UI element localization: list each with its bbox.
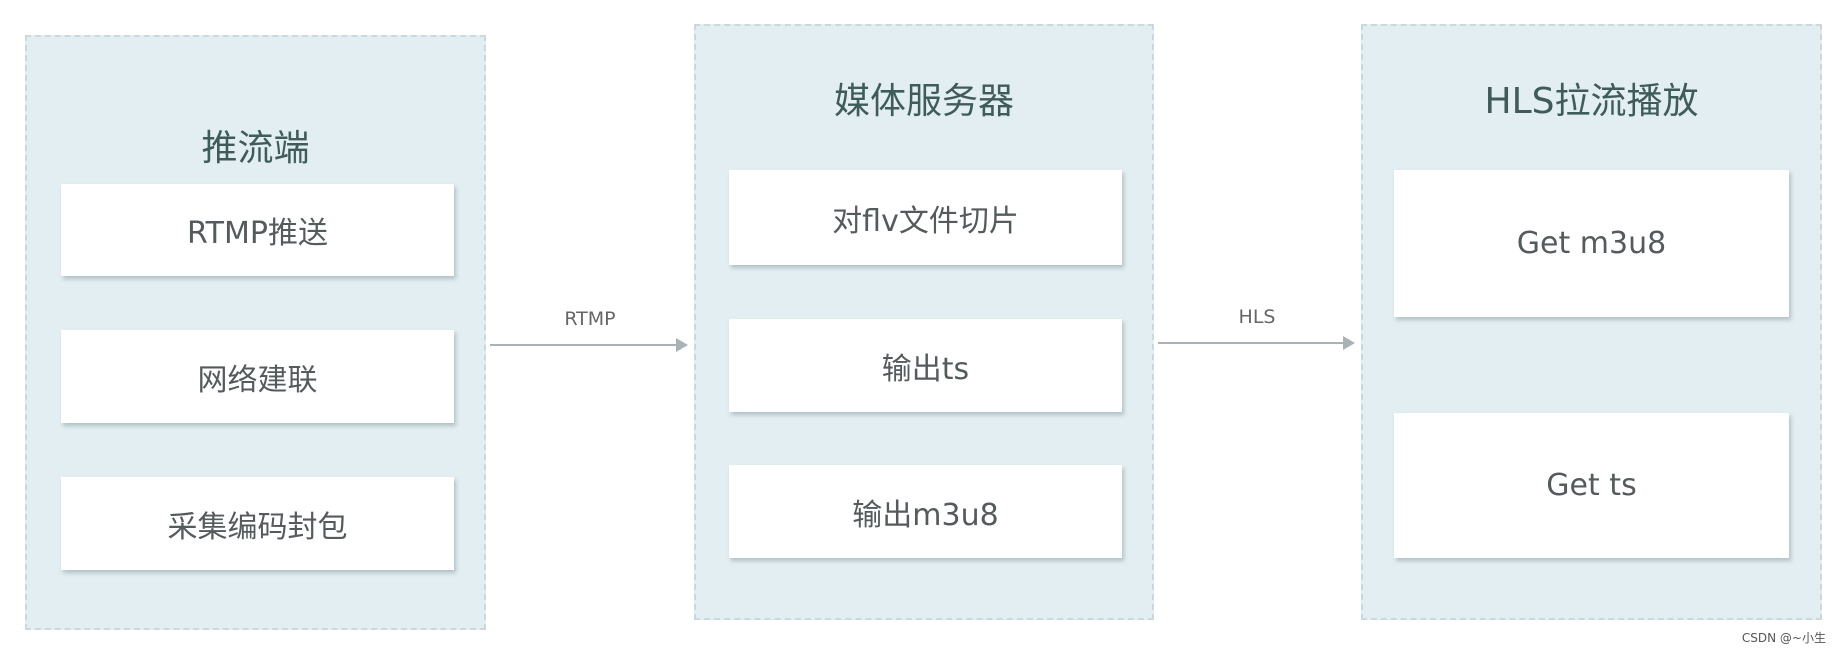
arrow-head-icon [1343, 336, 1355, 350]
step-box: 输出ts [729, 319, 1122, 412]
csdn-watermark: CSDN @~小生 [1741, 631, 1826, 645]
arrow-rtmp [490, 338, 688, 352]
step-box: 网络建联 [61, 330, 454, 423]
arrow-hls [1158, 336, 1355, 350]
step-box: RTMP推送 [61, 184, 454, 276]
panel-title: 媒体服务器 [833, 81, 1014, 122]
arrow-head-icon [676, 338, 688, 352]
arrow-label: RTMP [564, 308, 616, 330]
panel-hls-playback: HLS拉流播放 Get m3u8 Get ts [1361, 24, 1822, 620]
step-box: Get ts [1394, 413, 1789, 558]
arrow-label: HLS [1238, 306, 1276, 328]
step-box: Get m3u8 [1394, 170, 1789, 317]
step-box: 对flv文件切片 [729, 170, 1122, 265]
panel-title: 推流端 [201, 128, 310, 169]
panel-title: HLS拉流播放 [1484, 81, 1699, 122]
panel-media-server: 媒体服务器 对flv文件切片 输出ts 输出m3u8 [694, 24, 1154, 620]
step-box: 输出m3u8 [729, 465, 1122, 558]
panel-push-side: 推流端 RTMP推送 网络建联 采集编码封包 [25, 35, 486, 630]
step-box: 采集编码封包 [61, 477, 454, 570]
